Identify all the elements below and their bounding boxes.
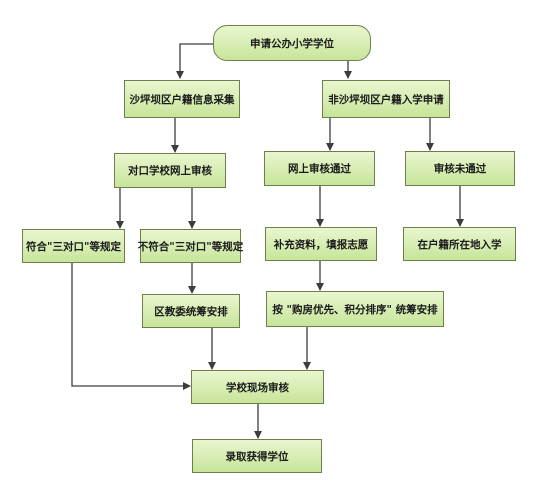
online-pass-node: 网上审核通过 <box>264 151 375 186</box>
not-meets-rule-node: 不符合"三对口"等规定 <box>138 229 243 263</box>
school-online-review-node: 对口学校网上审核 <box>114 153 226 188</box>
meets-rule-node: 符合"三对口"等规定 <box>22 229 125 263</box>
site-review-node: 学校现场审核 <box>191 370 324 404</box>
district-arrange-node: 区教委统筹安排 <box>142 294 240 328</box>
supplement-node: 补充资料，填报志愿 <box>265 227 377 261</box>
enroll-hukou-node: 在户籍所在地入学 <box>403 227 516 261</box>
local-hukou-collect-node: 沙坪坝区户籍信息采集 <box>124 80 240 118</box>
arrow-meets-to-site-review <box>71 263 191 390</box>
arrow-start-to-local <box>176 43 215 79</box>
review-fail-node: 审核未通过 <box>405 151 515 186</box>
start-node: 申请公办小学学位 <box>213 25 371 61</box>
priority-arrange-node: 按 "购房优先、积分排序" 统筹安排 <box>266 291 444 327</box>
admitted-node: 录取获得学位 <box>192 439 322 473</box>
nonlocal-apply-node: 非沙坪坝区户籍入学申请 <box>322 80 450 118</box>
